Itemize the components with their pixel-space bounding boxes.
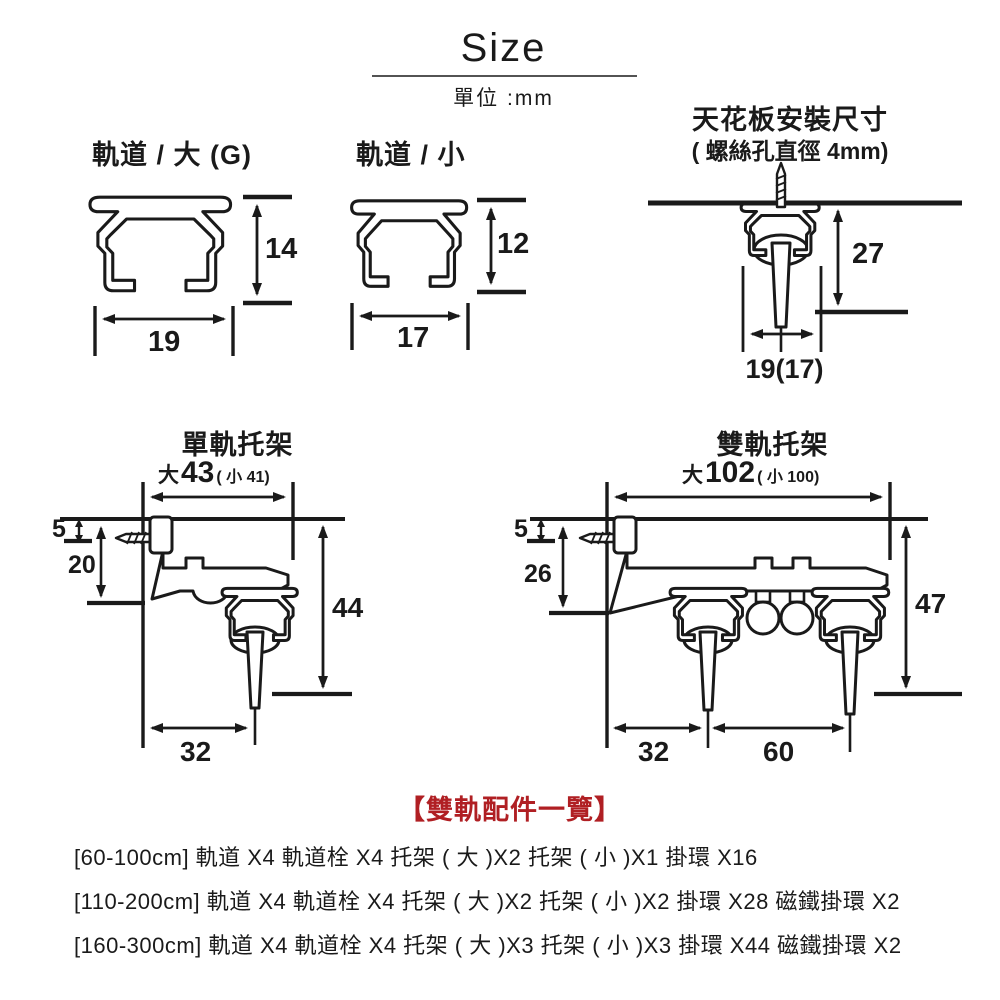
- roller-wheel: [779, 600, 815, 636]
- accessories-row-2: [110-200cm] 軌道 X4 軌道栓 X4 托架 ( 大 )X2 托架 (…: [74, 889, 900, 914]
- unit-label: 單位 :mm: [453, 87, 554, 110]
- track-profile: [741, 203, 819, 255]
- double-total-drop-dim: 47: [915, 588, 947, 619]
- accessories-row-3: [160-300cm] 軌道 X4 軌道栓 X4 托架 ( 大 )X3 托架 (…: [74, 933, 902, 958]
- roller-wheel: [745, 600, 781, 636]
- double-track-offset-dim: 32: [638, 736, 670, 767]
- page-title: Size: [460, 26, 547, 70]
- wall-plate: [612, 515, 638, 555]
- track-small-profile: [350, 197, 526, 350]
- wall-plate: [148, 515, 174, 555]
- dim-value: 43: [181, 456, 215, 489]
- curtain-hook: [698, 630, 718, 712]
- track-profile: [812, 588, 889, 640]
- screw-icon: [578, 531, 618, 545]
- curtain-hook: [840, 630, 860, 716]
- single-bracket-title: 單軌托架: [181, 430, 294, 460]
- screw-icon: [775, 161, 787, 209]
- curtain-hook: [770, 241, 792, 329]
- track-large-profile: [90, 194, 292, 356]
- single-bracket-top-dim: 大 43 ( 小 41): [158, 456, 270, 490]
- track-large-height: 14: [265, 233, 298, 265]
- curtain-hook: [245, 630, 265, 710]
- bracket-arm: [608, 549, 889, 615]
- dim-alt: ( 小 100): [757, 469, 820, 486]
- double-bracket-title: 雙軌托架: [716, 430, 829, 460]
- ceiling-install-diagram: [648, 161, 962, 352]
- dim-prefix: 大: [158, 464, 179, 487]
- track-profile: [222, 588, 297, 640]
- track-small-label: 軌道 / 小: [356, 140, 466, 170]
- dim-value: 102: [705, 456, 756, 489]
- accessories-title: 【雙軌配件一覽】: [398, 795, 622, 825]
- ceiling-width-dim: 19(17): [745, 354, 824, 384]
- single-total-drop-dim: 44: [332, 592, 364, 623]
- track-large-label: 軌道 / 大 (G): [92, 140, 252, 170]
- track-profile: [670, 588, 747, 640]
- double-bracket-diagram: [527, 482, 962, 752]
- single-wall-drop-dim: 20: [68, 551, 96, 579]
- ceiling-subtitle: ( 螺絲孔直徑 4mm): [691, 138, 889, 164]
- dim-alt: ( 小 41): [216, 469, 270, 486]
- dim-prefix: 大: [682, 464, 703, 487]
- double-screw-offset-dim: 5: [514, 515, 528, 543]
- ceiling-drop-dim: 27: [852, 238, 885, 270]
- single-track-offset-dim: 32: [180, 736, 212, 767]
- double-bracket-top-dim: 大 102 ( 小 100): [682, 456, 819, 490]
- track-small-height: 12: [497, 228, 530, 260]
- accessories-row-1: [60-100cm] 軌道 X4 軌道栓 X4 托架 ( 大 )X2 托架 ( …: [74, 845, 758, 870]
- track-large-width: 19: [148, 326, 181, 358]
- double-wall-drop-dim: 26: [524, 560, 552, 588]
- track-small-width: 17: [397, 322, 430, 354]
- double-track-gap-dim: 60: [763, 736, 795, 767]
- single-screw-offset-dim: 5: [52, 515, 66, 543]
- screw-icon: [114, 531, 154, 545]
- ceiling-title: 天花板安裝尺寸: [692, 105, 888, 135]
- single-bracket-diagram: [60, 482, 352, 748]
